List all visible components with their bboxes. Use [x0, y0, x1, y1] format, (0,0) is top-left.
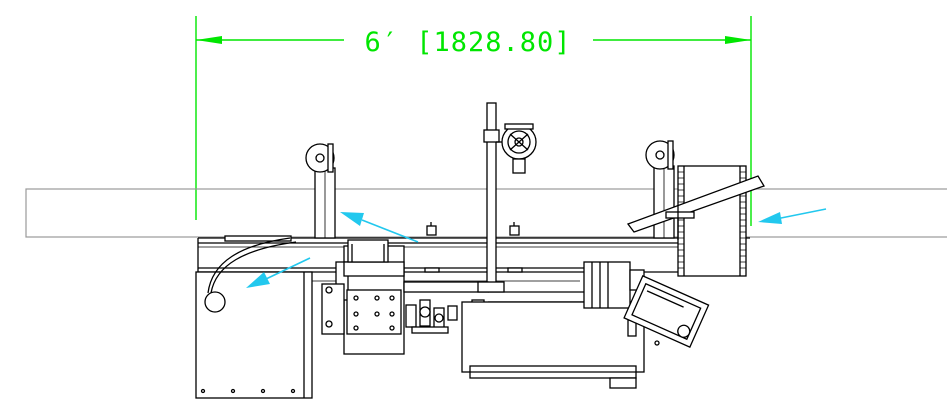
- dimension-label: 6′ [1828.80]: [364, 27, 571, 58]
- left-cabinet: [195, 237, 313, 399]
- left-mount: [347, 239, 389, 263]
- motor-assembly: [583, 261, 710, 349]
- flow-arrow-upper-left: [340, 212, 419, 243]
- rail-bolts: [424, 222, 523, 273]
- right-hopper: [626, 165, 765, 277]
- bottom-tank: [461, 301, 660, 389]
- dimension-arrowhead-right: [725, 36, 751, 44]
- center-mast: [483, 102, 537, 286]
- center-block: [321, 245, 405, 355]
- flow-arrow-lower-left: [246, 257, 311, 288]
- flow-arrows: [246, 208, 827, 288]
- left-roller-assembly: [305, 143, 336, 239]
- flow-arrow-right: [758, 208, 827, 224]
- dimension-arrowhead-left: [196, 36, 222, 44]
